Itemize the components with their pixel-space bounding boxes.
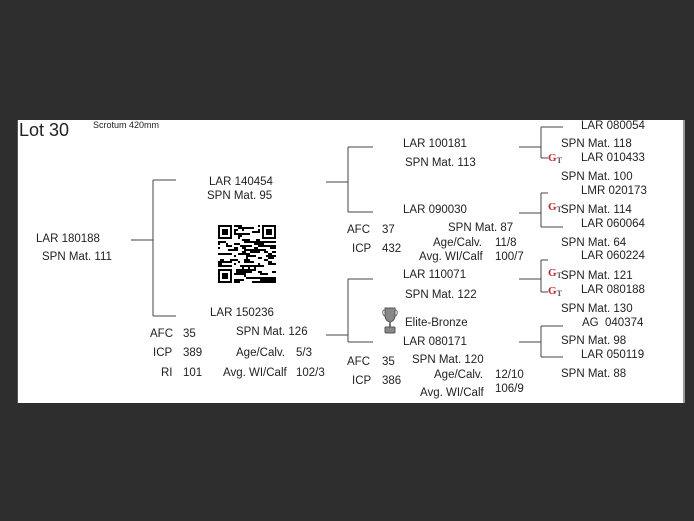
gen3-spn: SPN Mat. 88 [561, 368, 627, 380]
gen3-id: LAR 060064 [581, 218, 645, 230]
sd-avgwi: 100/7 [495, 251, 524, 263]
sd-id: LAR 090030 [403, 204, 467, 216]
dam-ri-label: RI [161, 367, 173, 379]
genetic-test-badge-icon: GT [548, 285, 562, 298]
sire-id: LAR 140454 [209, 176, 273, 188]
dd-agecalv: 12/10 [495, 369, 524, 381]
sd-agecalv: 11/8 [495, 237, 517, 249]
dam-id: LAR 150236 [210, 307, 274, 319]
dd-icp: 386 [382, 375, 402, 387]
ds-id: LAR 110071 [403, 269, 467, 281]
qr-code[interactable] [218, 225, 276, 283]
gen3-id: LAR 080054 [581, 120, 645, 132]
gen3-id: LAR 050119 [581, 349, 645, 361]
dam-spn: SPN Mat. 126 [236, 326, 308, 338]
dd-agecalv-label: Age/Calv. [434, 369, 484, 381]
gen3-spn: SPN Mat. 100 [561, 171, 633, 183]
sire-spn: SPN Mat. 95 [207, 190, 273, 202]
scrotum-measure: Scrotum 420mm [93, 120, 160, 130]
trophy-icon [382, 307, 398, 334]
gen3-id: LMR 020173 [581, 185, 647, 197]
sd-spn: SPN Mat. 87 [448, 222, 514, 234]
dam-afc: 35 [183, 328, 196, 340]
ds-award: Elite-Bronze [405, 317, 468, 329]
gen3-spn: SPN Mat. 114 [561, 204, 632, 216]
dd-afc: 35 [382, 356, 395, 368]
ss-id: LAR 100181 [403, 138, 467, 150]
pedigree-lines [131, 126, 563, 358]
sd-afc-label: AFC [347, 224, 370, 236]
gen3-spn: SPN Mat. 130 [561, 303, 633, 315]
gen3-spn: SPN Mat. 64 [561, 237, 627, 249]
dam-icp-label: ICP [153, 347, 173, 359]
dd-avgwi: 106/9 [495, 383, 524, 395]
dam-ri: 101 [183, 367, 203, 379]
gen3-spn: SPN Mat. 118 [561, 138, 632, 150]
gen3-id: AG 040374 [582, 317, 644, 329]
dd-id: LAR 080171 [403, 336, 467, 348]
sd-icp: 432 [382, 243, 402, 255]
sd-agecalv-label: Age/Calv. [433, 237, 483, 249]
dam-agecalv-label: Age/Calv. [236, 347, 286, 359]
ds-spn: SPN Mat. 122 [405, 289, 477, 301]
dam-avgwi: 102/3 [296, 367, 325, 379]
dam-agecalv: 5/3 [296, 347, 312, 359]
animal-spn: SPN Mat. 111 [42, 251, 112, 263]
lot-number: Lot 30 [19, 120, 70, 140]
gen3-id: LAR 010433 [581, 152, 645, 164]
dd-icp-label: ICP [352, 375, 372, 387]
sd-afc: 37 [382, 224, 395, 236]
gen3-id: LAR 060224 [581, 250, 645, 262]
dam-avgwi-label: Avg. WI/Calf [223, 367, 287, 379]
genetic-test-badge-icon: GT [548, 267, 562, 280]
dd-avgwi-label: Avg. WI/Calf [420, 387, 484, 399]
genetic-test-badge-icon: GT [548, 152, 562, 165]
gen3-id: LAR 080188 [581, 284, 645, 296]
dd-afc-label: AFC [347, 356, 370, 368]
dam-icp: 389 [183, 347, 203, 359]
gen3-spn: SPN Mat. 98 [561, 335, 627, 347]
dd-spn: SPN Mat. 120 [412, 354, 484, 366]
pedigree-sheet: Lot 30 Scrotum 420mm LAR 180188 SPN Mat.… [17, 120, 685, 403]
genetic-test-badge-icon: GT [548, 201, 562, 214]
ss-spn: SPN Mat. 113 [405, 157, 476, 169]
sd-icp-label: ICP [352, 243, 372, 255]
gen3-spn: SPN Mat. 121 [561, 270, 633, 282]
dam-afc-label: AFC [150, 328, 173, 340]
animal-id: LAR 180188 [36, 233, 100, 245]
sd-avgwi-label: Avg. WI/Calf [419, 251, 483, 263]
